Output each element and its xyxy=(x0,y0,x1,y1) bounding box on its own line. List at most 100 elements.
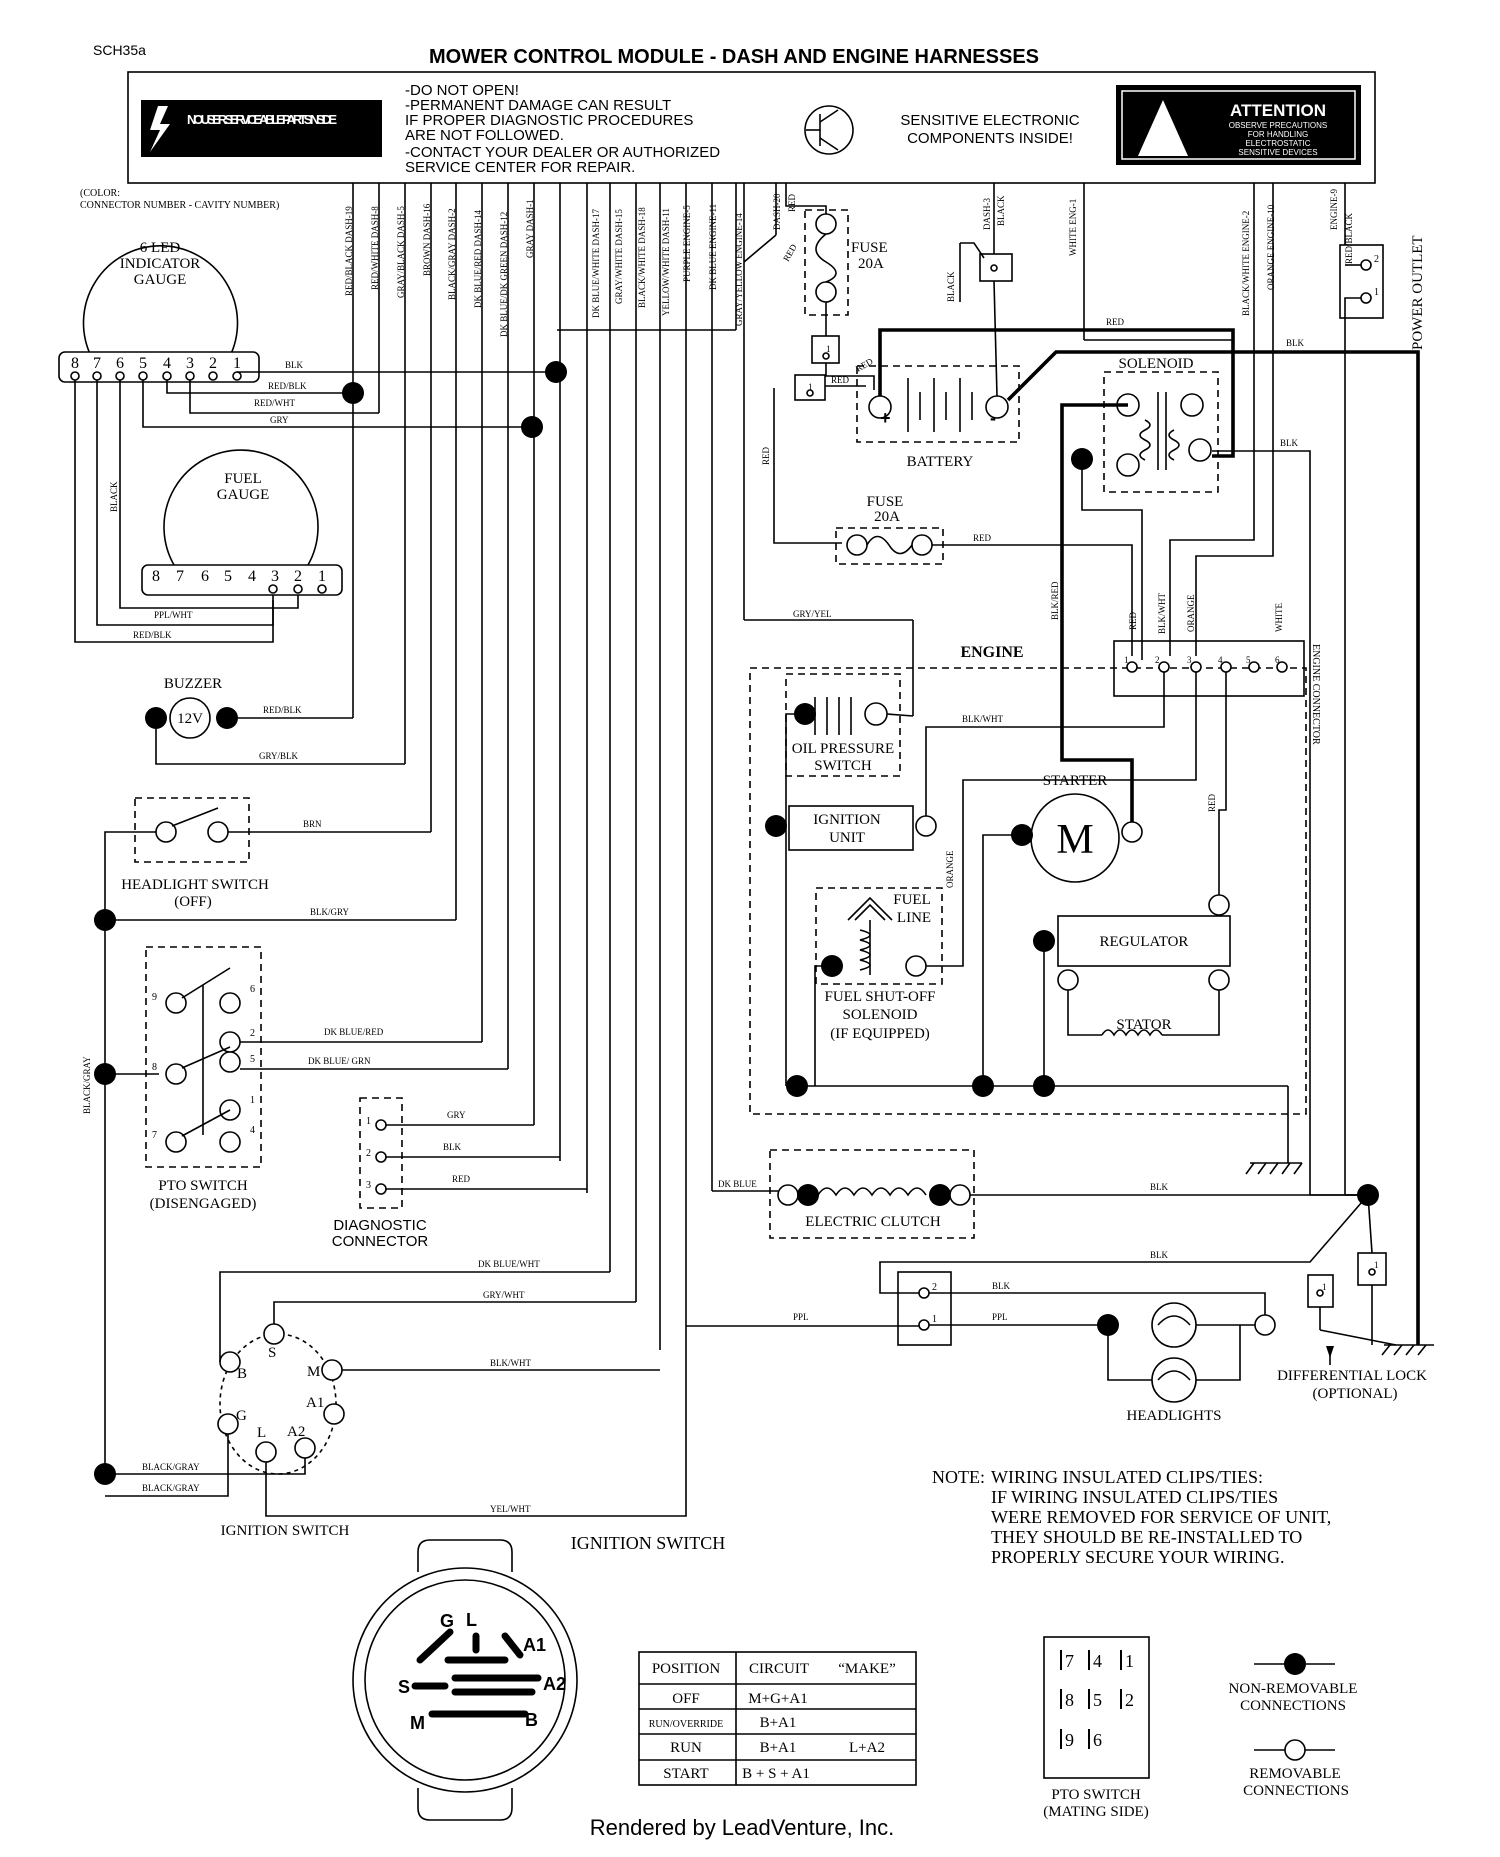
wire-label: DK BLUE/WHT xyxy=(478,1259,540,1269)
headlight-switch-label: (OFF) xyxy=(174,894,212,910)
legend-label: REMOVABLE xyxy=(1249,1766,1340,1782)
wire-label: RED/WHITE DASH-8 xyxy=(370,206,380,290)
warning-line: -CONTACT YOUR DEALER OR AUTHORIZED xyxy=(405,144,720,161)
wire-label: BLACK/WHITE DASH-18 xyxy=(637,207,647,308)
pin-label: 4 xyxy=(250,1125,255,1136)
wire-label: RED xyxy=(1128,611,1138,630)
wire-label: GRAY DASH-1 xyxy=(525,199,535,258)
wire-label: BRN xyxy=(303,819,322,829)
pin-label: 2 xyxy=(932,1282,937,1293)
pin-label: 2 xyxy=(1125,1690,1134,1710)
fuel-gauge: FUEL GAUGE 8 7 6 5 4 3 2 1 xyxy=(141,449,343,596)
fuel-solenoid-label: SOLENOID xyxy=(843,1007,918,1023)
wire-label: BROWN DASH-16 xyxy=(422,203,432,276)
legend-label: CONNECTIONS xyxy=(1243,1783,1349,1799)
gauge-label: FUEL xyxy=(224,471,262,487)
pin-label: 2 xyxy=(294,568,302,585)
battery-plus: + xyxy=(880,408,891,428)
fuse-label: 20A xyxy=(874,509,900,525)
dash-junctions xyxy=(342,361,567,438)
table-cell: OFF xyxy=(672,1691,700,1707)
headlight-switch: BRN HEADLIGHT SWITCH (OFF) xyxy=(104,797,432,1474)
dash-wire-labels: RED/BLACK DASH-19 RED/WHITE DASH-8 GRAY/… xyxy=(344,199,744,337)
warning-line: IF PROPER DIAGNOSTIC PROCEDURES xyxy=(405,112,693,129)
diff-lock-label: DIFFERENTIAL LOCK xyxy=(1277,1368,1427,1384)
position-table: POSITION CIRCUIT “MAKE” OFF M+G+A1 RUN/O… xyxy=(638,1651,917,1786)
pin-label: 3 xyxy=(186,355,194,372)
wire-label: RED xyxy=(452,1174,471,1184)
battery-black-cable xyxy=(1006,350,1420,1345)
fuel-line-label: FUEL xyxy=(893,892,931,908)
pto-switch-label: PTO SWITCH xyxy=(158,1178,247,1194)
page-id: SCH35a xyxy=(93,42,146,58)
table-cell: M+G+A1 xyxy=(748,1691,807,1707)
wire-label: WHITE xyxy=(1274,603,1284,632)
wire-label: BLACK xyxy=(996,195,1006,226)
pin-label: 8 xyxy=(1065,1690,1074,1710)
ignition-switch: S B M A1 G L A2 DK BLUE/WHT GRY/WHT BLK/… xyxy=(105,1259,687,1539)
warning-lines: -DO NOT OPEN! -PERMANENT DAMAGE CAN RESU… xyxy=(405,82,720,176)
wire-label: RED xyxy=(1207,793,1217,812)
pin-label: 3 xyxy=(1187,655,1192,665)
wire-label: RED xyxy=(761,446,771,465)
pin-label: 2 xyxy=(366,1148,371,1159)
wire-label: RED/WHT xyxy=(254,398,295,408)
wire-label: BLACK/GRAY DASH-2 xyxy=(447,208,457,300)
esd-icon xyxy=(1138,100,1188,156)
pto-mating-label: PTO SWITCH xyxy=(1051,1787,1140,1803)
warning-line: SERVICE CENTER FOR REPAIR. xyxy=(405,159,635,176)
fuel-solenoid-label: (IF EQUIPPED) xyxy=(830,1026,930,1042)
ign-letter: G xyxy=(440,1611,454,1631)
diagnostic-connector: 1 2 3 GRY BLK RED DIAGNOSTIC CONNECTOR xyxy=(332,1097,587,1250)
headlights: HEADLIGHTS xyxy=(1097,1302,1276,1424)
diff-lock-label: (OPTIONAL) xyxy=(1313,1386,1398,1402)
wire-label: ORANGE ENGINE-10 xyxy=(1266,204,1276,290)
attention-line: ELECTROSTATIC xyxy=(1245,139,1310,148)
wire-label: BLK/WHT xyxy=(962,714,1003,724)
pin-label: 1 xyxy=(1374,1260,1379,1270)
table-cell: B + S + A1 xyxy=(742,1766,810,1782)
ign-letter: S xyxy=(398,1677,410,1697)
pin-label: 6 xyxy=(1093,1730,1102,1750)
wire-label: BLK xyxy=(992,1281,1011,1291)
note-line: THEY SHOULD BE RE-INSTALLED TO xyxy=(991,1527,1302,1547)
ign-letter: M xyxy=(410,1713,425,1733)
wire-label: BLK xyxy=(443,1142,462,1152)
wire-label: RED xyxy=(787,193,797,212)
battery-minus: - xyxy=(990,408,996,428)
pin-label: 7 xyxy=(176,568,184,585)
pin-label: 2 xyxy=(1155,655,1160,665)
wire-label: GRY xyxy=(270,415,289,425)
legend-label: NON-REMOVABLE xyxy=(1229,1681,1358,1697)
warning-line: -PERMANENT DAMAGE CAN RESULT xyxy=(405,97,671,114)
led-indicator-gauge: 6 LED INDICATOR GAUGE 8 7 6 5 4 3 2 1 xyxy=(58,240,260,383)
pin-label: 9 xyxy=(1065,1730,1074,1750)
regulator: REGULATOR xyxy=(1033,894,1231,991)
pin-label: 9 xyxy=(152,992,157,1003)
pin-label: 1 xyxy=(1125,1651,1134,1671)
headlight-switch-label: HEADLIGHT SWITCH xyxy=(121,877,269,893)
wire-label: ORANGE xyxy=(945,850,955,888)
table-cell: START xyxy=(663,1766,708,1782)
pin-label: 2 xyxy=(250,1028,255,1039)
pto-mating-label: (MATING SIDE) xyxy=(1043,1804,1148,1820)
pin-label: 4 xyxy=(163,355,171,372)
connector-box xyxy=(794,374,826,401)
wire-label: BLACK/GRAY xyxy=(142,1462,200,1472)
wire-label: BLK xyxy=(285,360,304,370)
starter: STARTER M xyxy=(1011,773,1143,883)
ign-terminal-label: B xyxy=(237,1366,247,1382)
attention-line: FOR HANDLING xyxy=(1248,130,1308,139)
ignition-unit-label: UNIT xyxy=(829,830,865,846)
ignition-unit-label: IGNITION xyxy=(813,812,881,828)
fuse-middle: FUSE 20A xyxy=(835,494,944,565)
oil-pressure-switch: OIL PRESSURE SWITCH xyxy=(785,673,901,777)
ign-terminal-label: A2 xyxy=(287,1424,305,1440)
wire-label: ORANGE xyxy=(1186,594,1196,632)
wire-label: BLK xyxy=(1150,1182,1169,1192)
pin-label: 1 xyxy=(250,1095,255,1106)
pin-label: 2 xyxy=(1374,254,1379,265)
diagnostic-label: DIAGNOSTIC xyxy=(333,1217,427,1234)
color-legend: (COLOR: xyxy=(80,188,120,199)
